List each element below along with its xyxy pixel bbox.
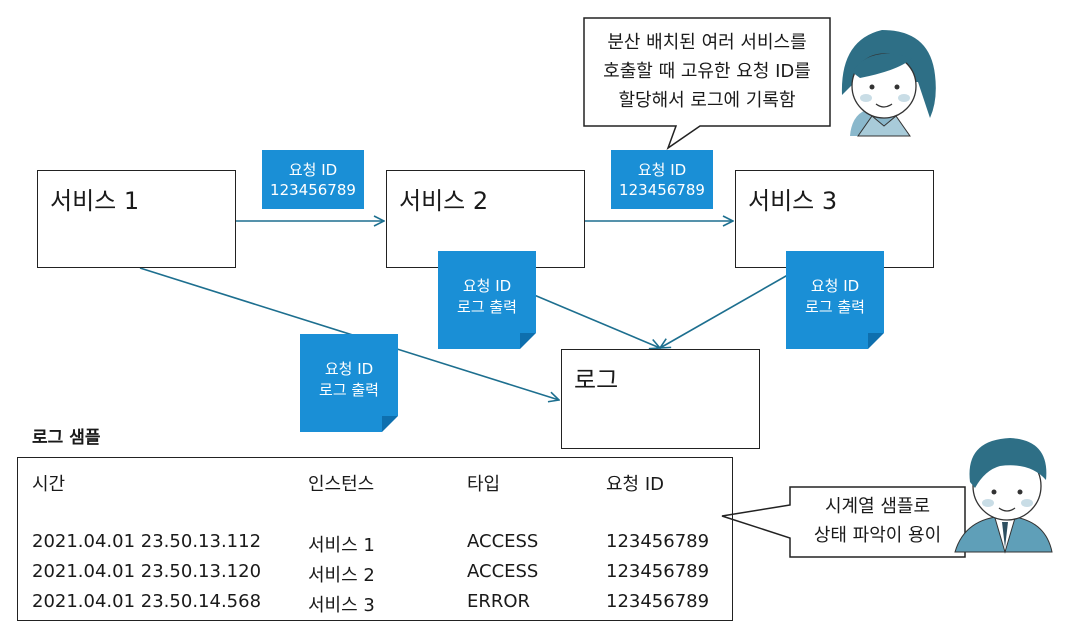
- speech-top-text: 분산 배치된 여러 서비스를 호출할 때 고유한 요청 ID를 할당해서 로그에…: [584, 28, 830, 115]
- cell-type: ACCESS: [467, 531, 539, 552]
- note-line: 요청 ID: [324, 360, 374, 378]
- speech-top-line: 분산 배치된 여러 서비스를: [607, 32, 807, 53]
- note-line: 요청 ID: [810, 277, 860, 295]
- service-label: 서비스 2: [399, 187, 489, 215]
- arrow-svc3-to-log: [660, 267, 801, 348]
- log-sample-title: 로그 샘플: [32, 428, 101, 448]
- cell-type: ERROR: [467, 591, 531, 612]
- note-line: 로그 출력: [805, 298, 865, 316]
- log-output-note: 요청 ID 로그 출력: [300, 334, 398, 432]
- service-label: 서비스 3: [748, 187, 838, 215]
- tag-line: 123456789: [619, 180, 705, 199]
- tag-line: 요청 ID: [288, 160, 338, 179]
- speech-bottom-line: 시계열 샘플로: [824, 496, 931, 517]
- cell-request-id: 123456789: [606, 561, 710, 582]
- speech-top-line: 호출할 때 고유한 요청 ID를: [603, 61, 811, 82]
- column-header-instance: 인스턴스: [308, 474, 375, 495]
- column-header-time: 시간: [32, 474, 66, 495]
- column-header-request-id: 요청 ID: [606, 474, 665, 495]
- cell-time: 2021.04.01 23.50.14.568: [32, 591, 262, 612]
- note-line: 로그 출력: [457, 298, 517, 316]
- note-line: 요청 ID: [462, 277, 512, 295]
- cell-request-id: 123456789: [606, 591, 710, 612]
- column-header-type: 타입: [467, 474, 501, 495]
- service-label: 서비스 1: [50, 187, 140, 215]
- log-output-note: 요청 ID 로그 출력: [786, 251, 884, 349]
- cell-time: 2021.04.01 23.50.13.112: [32, 531, 262, 552]
- avatar-man-icon: [954, 438, 1053, 554]
- speech-bubble-top: [583, 17, 831, 150]
- speech-top-line: 할당해서 로그에 기록함: [618, 90, 796, 111]
- cell-request-id: 123456789: [606, 531, 710, 552]
- log-box: 로그: [561, 349, 760, 449]
- request-id-tag: 요청 ID 123456789: [262, 150, 364, 209]
- cell-instance: 서비스 3: [308, 595, 375, 616]
- log-box-label: 로그: [574, 366, 619, 394]
- service-box-1: 서비스 1: [37, 170, 236, 268]
- note-line: 로그 출력: [319, 381, 379, 399]
- speech-bottom-line: 상태 파악이 용이: [813, 525, 942, 546]
- request-id-tag: 요청 ID 123456789: [611, 150, 713, 209]
- cell-instance: 서비스 1: [308, 535, 375, 556]
- tag-line: 요청 ID: [637, 160, 687, 179]
- cell-type: ACCESS: [467, 561, 539, 582]
- speech-bottom-text: 시계열 샘플로 상태 파악이 용이: [790, 492, 965, 550]
- cell-time: 2021.04.01 23.50.13.120: [32, 561, 262, 582]
- avatar-woman-icon: [841, 30, 936, 137]
- speech-bubble-bottom: [721, 486, 966, 558]
- log-output-note: 요청 ID 로그 출력: [438, 251, 536, 349]
- tag-line: 123456789: [270, 180, 356, 199]
- log-sample-table: 시간 인스턴스 타입 요청 ID 2021.04.01 23.50.13.112…: [17, 457, 733, 621]
- cell-instance: 서비스 2: [308, 565, 375, 586]
